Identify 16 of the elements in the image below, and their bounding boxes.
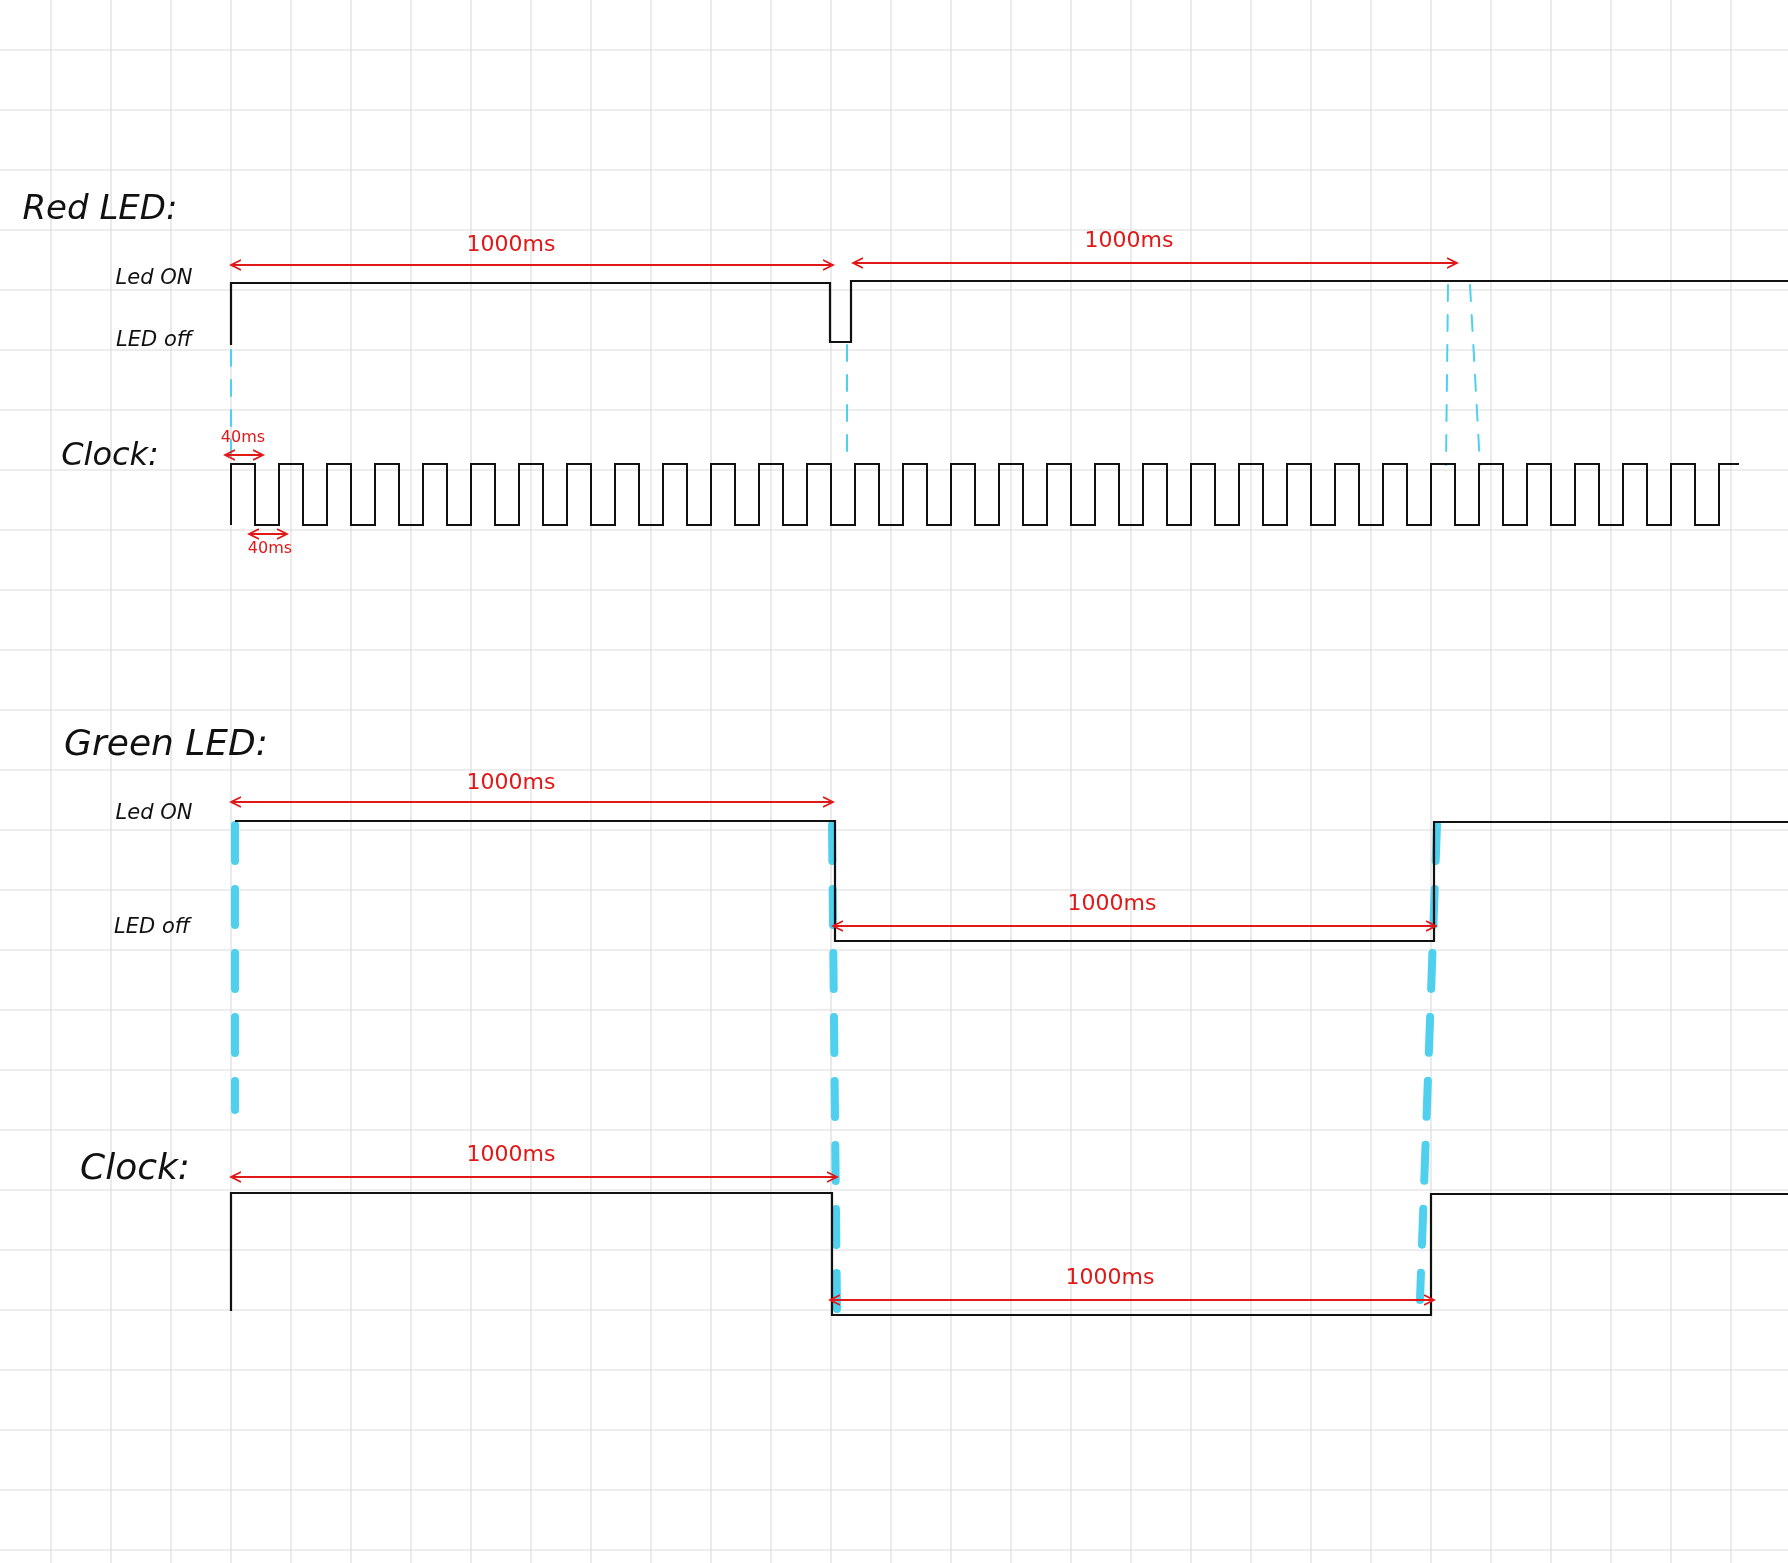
signal-title: Red LED: <box>22 190 178 224</box>
signal-title: Clock: <box>61 438 159 470</box>
duration-label: 1000ms <box>466 1143 556 1165</box>
duration-label: 1000ms <box>466 233 556 255</box>
level-label: Led ON <box>115 266 193 288</box>
duration-label: 1000ms <box>1067 892 1157 914</box>
level-label: LED off <box>116 328 192 350</box>
level-label: Led ON <box>115 801 193 823</box>
duration-label: 40ms <box>247 540 293 556</box>
duration-label: 1000ms <box>466 771 556 793</box>
signal-title: Green LED: <box>64 725 268 761</box>
level-label: LED off <box>114 915 190 937</box>
duration-label: 40ms <box>220 429 266 445</box>
duration-label: 1000ms <box>1084 229 1174 251</box>
duration-label: 1000ms <box>1065 1266 1155 1288</box>
signal-title: Clock: <box>80 1149 190 1185</box>
